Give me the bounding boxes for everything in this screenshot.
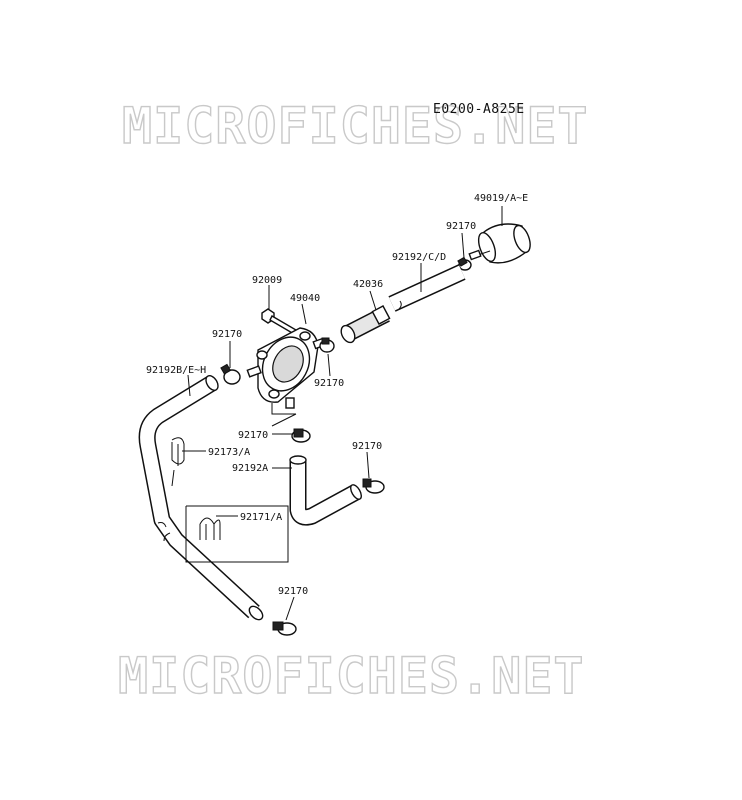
label-49019: 49019/A~E [474,193,528,204]
hose-92192-b-e-h [138,375,264,621]
label-92170-right: 92170 [352,441,382,452]
fuel-filter [468,223,531,264]
label-92192a: 92192A [232,463,268,474]
label-92173: 92173/A [208,447,250,458]
label-92009: 92009 [252,275,282,286]
hose-clamp-right [362,478,385,494]
bolt-92009 [261,308,297,335]
label-92170-top: 92170 [446,221,476,232]
fuel-pump [246,327,326,409]
hose-clamp-top [457,256,472,271]
label-42036: 42036 [353,279,383,290]
label-49040: 49040 [290,293,320,304]
watermark-bottom: MICROFICHES.NET [118,647,585,705]
hose-clamp-center [291,428,311,443]
hose-clamp-pump-right [319,337,335,353]
label-92192-b-e-h: 92192B/E~H [146,365,206,376]
watermark-top: MICROFICHES.NET [122,97,589,155]
hose-clamp-bottom [272,621,297,636]
label-92170-bottom: 92170 [278,586,308,597]
label-92192-cd: 92192/C/D [392,252,446,263]
label-92170-left: 92170 [212,329,242,340]
hose-92192a [289,455,362,526]
hose-clamp-pump-left [220,363,241,385]
gasket-lead [271,403,297,427]
label-92170-center: 92170 [238,430,268,441]
pipe-42036 [340,305,391,344]
leader-lines [182,206,503,621]
clip-92173 [171,437,185,487]
diagram-code: E0200-A825E [433,102,525,117]
clip-92171-box [185,505,289,563]
label-92170-mid: 92170 [314,378,344,389]
hose-92192-cd [388,264,466,312]
label-92171: 92171/A [240,512,282,523]
